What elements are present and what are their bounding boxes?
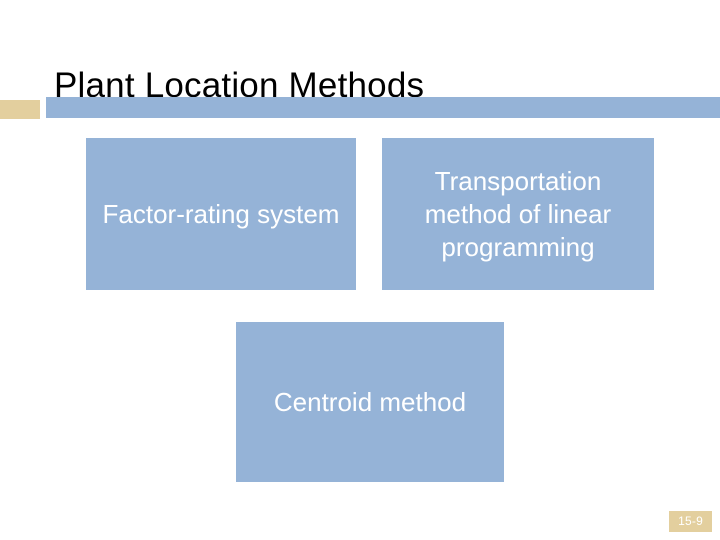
page-number-badge: 15-9 (669, 511, 712, 532)
content-box-transportation-label: Transportation method of linear programm… (424, 165, 612, 262)
content-box-factor-rating-label: Factor-rating system (102, 198, 340, 229)
content-box-factor-rating[interactable]: Factor-rating system (86, 138, 356, 290)
content-box-transportation[interactable]: Transportation method of linear programm… (382, 138, 654, 290)
content-box-centroid-label: Centroid method (273, 386, 467, 417)
content-box-centroid[interactable]: Centroid method (236, 322, 504, 482)
title-divider-bar (46, 97, 720, 118)
title-accent-block (0, 100, 40, 119)
